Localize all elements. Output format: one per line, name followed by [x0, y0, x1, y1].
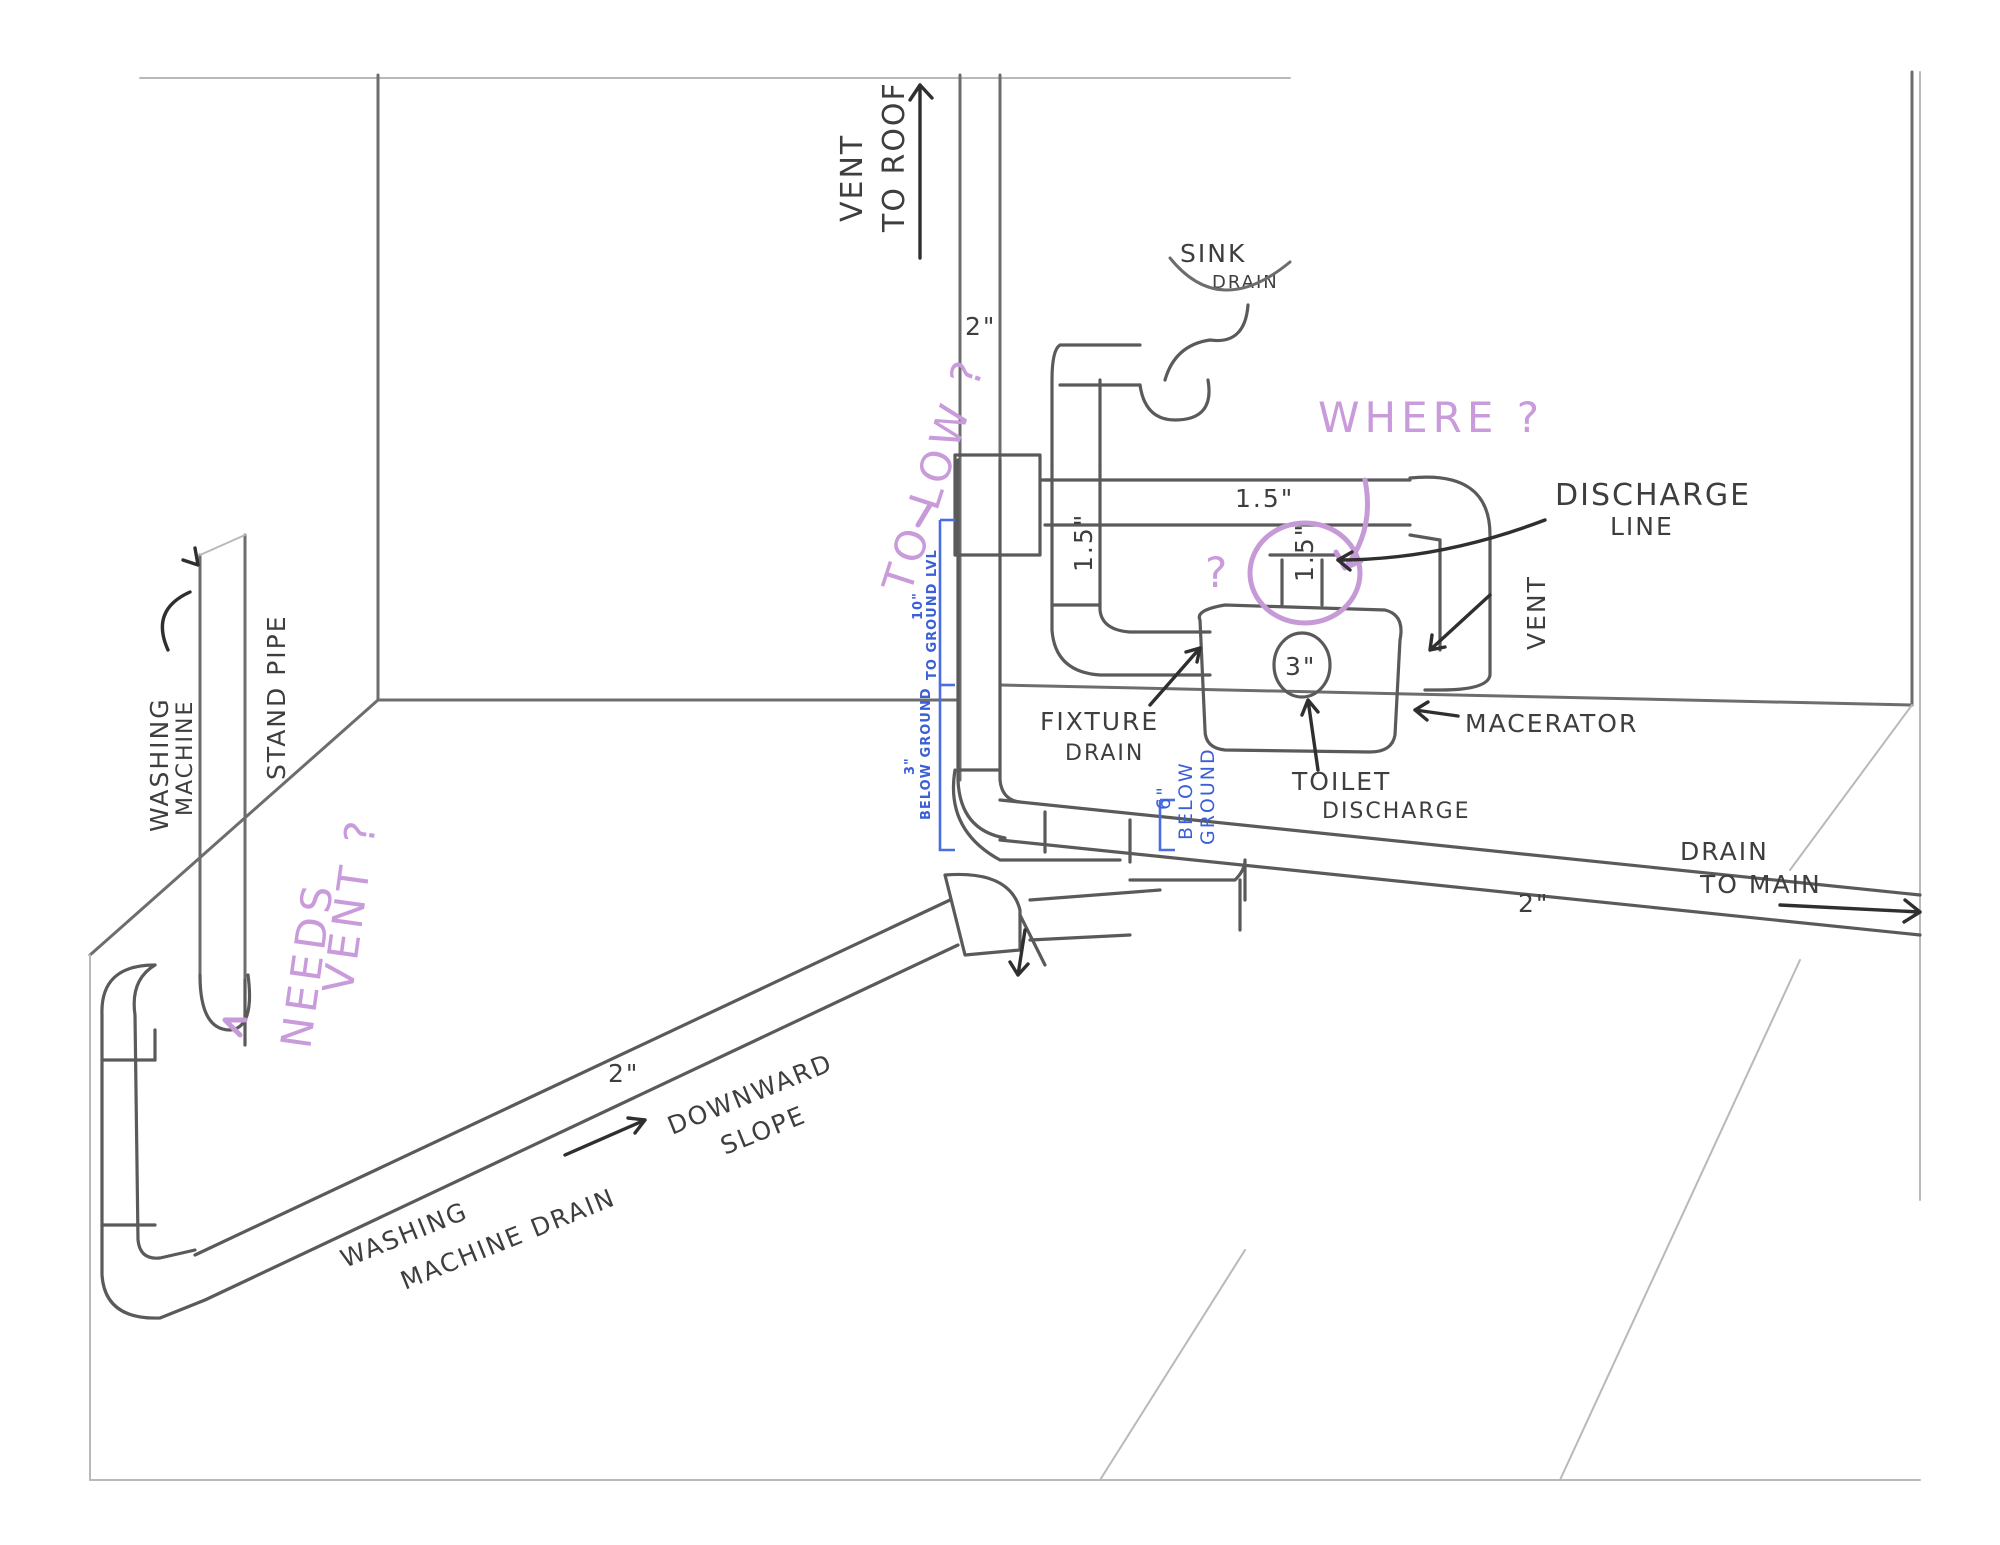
- downward-slope-arrow: [563, 1116, 647, 1157]
- room-outline: [88, 70, 1921, 1481]
- toilet-size-label: 3": [1285, 652, 1316, 681]
- vent-arrow: [1428, 593, 1492, 652]
- discharge-line-label-1: DISCHARGE: [1555, 478, 1751, 513]
- washer-standpipe: [100, 533, 252, 1320]
- fixture-drain-label-1: FIXTURE: [1040, 707, 1159, 736]
- six-inch-label-3: GROUND: [1197, 747, 1219, 845]
- discharge-line-label-2: LINE: [1610, 512, 1674, 541]
- drop-arrow: [1008, 928, 1030, 977]
- drain-to-main-arrow: [1778, 898, 1922, 924]
- toilet-discharge-label-1: TOILET: [1291, 767, 1391, 796]
- vent-loop-pipe: [1043, 475, 1492, 692]
- main-drain-pipe: [998, 798, 1922, 937]
- six-inch-label-1: 6": [1153, 785, 1175, 810]
- drain-to-main-label-1: DRAIN: [1680, 837, 1769, 866]
- where-label: WHERE ?: [1318, 393, 1544, 442]
- washing-machine-label-1: WASHING: [145, 697, 174, 832]
- vent-to-roof-label-1: VENT: [835, 134, 870, 222]
- blue-dimension-marks: [938, 518, 1175, 852]
- main-drain-size-label: 2": [1518, 889, 1549, 918]
- question-mark-label: ?: [1205, 548, 1232, 597]
- needs-vent-label-2: VENT ?: [313, 813, 386, 996]
- three-inch-label-2: BELOW GROUND: [919, 688, 934, 821]
- six-inch-label-2: BELOW: [1175, 761, 1197, 840]
- stand-pipe-label: STAND PIPE: [262, 614, 291, 780]
- toilet-discharge-arrow: [1300, 698, 1320, 772]
- washing-machine-arrow: [160, 546, 200, 652]
- sink-drain-label-1: SINK: [1180, 239, 1246, 268]
- sink-drain-bowl: [1168, 256, 1292, 292]
- sink-trap-pipe: [1050, 303, 1250, 677]
- discharge-line-arrow: [1336, 518, 1547, 562]
- vent-label: VENT: [1522, 575, 1551, 650]
- fixture-drain-label-2: DRAIN: [1065, 741, 1144, 766]
- macerator-arrow: [1413, 700, 1460, 722]
- macerator-label: MACERATOR: [1465, 709, 1638, 738]
- text-labels: VENT TO ROOF 2" SINK DRAIN WHERE ? TO LO…: [145, 81, 1822, 1295]
- ten-inch-label-1: 10": [911, 592, 926, 620]
- arrows: [160, 83, 1922, 1157]
- washing-machine-label-2: MACHINE: [173, 700, 198, 816]
- ten-inch-label-2: TO GROUND LVL: [925, 549, 940, 680]
- drain-to-main-label-2: TO MAIN: [1699, 870, 1822, 899]
- vertical-vent-size-label: 2": [965, 312, 996, 341]
- horizontal-line-size-label: 1.5": [1235, 484, 1294, 513]
- fixture-drain-arrow: [1148, 646, 1202, 707]
- vent-to-roof-label-2: TO ROOF: [877, 81, 912, 233]
- sink-drain-label-2: DRAIN: [1212, 272, 1279, 293]
- three-inch-label-1: 3": [903, 757, 918, 775]
- washer-drain-pipe: [193, 858, 1247, 1302]
- macerator-unit: [1197, 553, 1403, 754]
- vertical-line-size-label: 1.5": [1069, 513, 1098, 572]
- washer-drain-size-label: 2": [608, 1059, 639, 1088]
- discharge-size-label: 1.5": [1290, 523, 1319, 582]
- vent-to-roof-arrow: [908, 83, 934, 260]
- toilet-discharge-label-2: DISCHARGE: [1322, 799, 1471, 824]
